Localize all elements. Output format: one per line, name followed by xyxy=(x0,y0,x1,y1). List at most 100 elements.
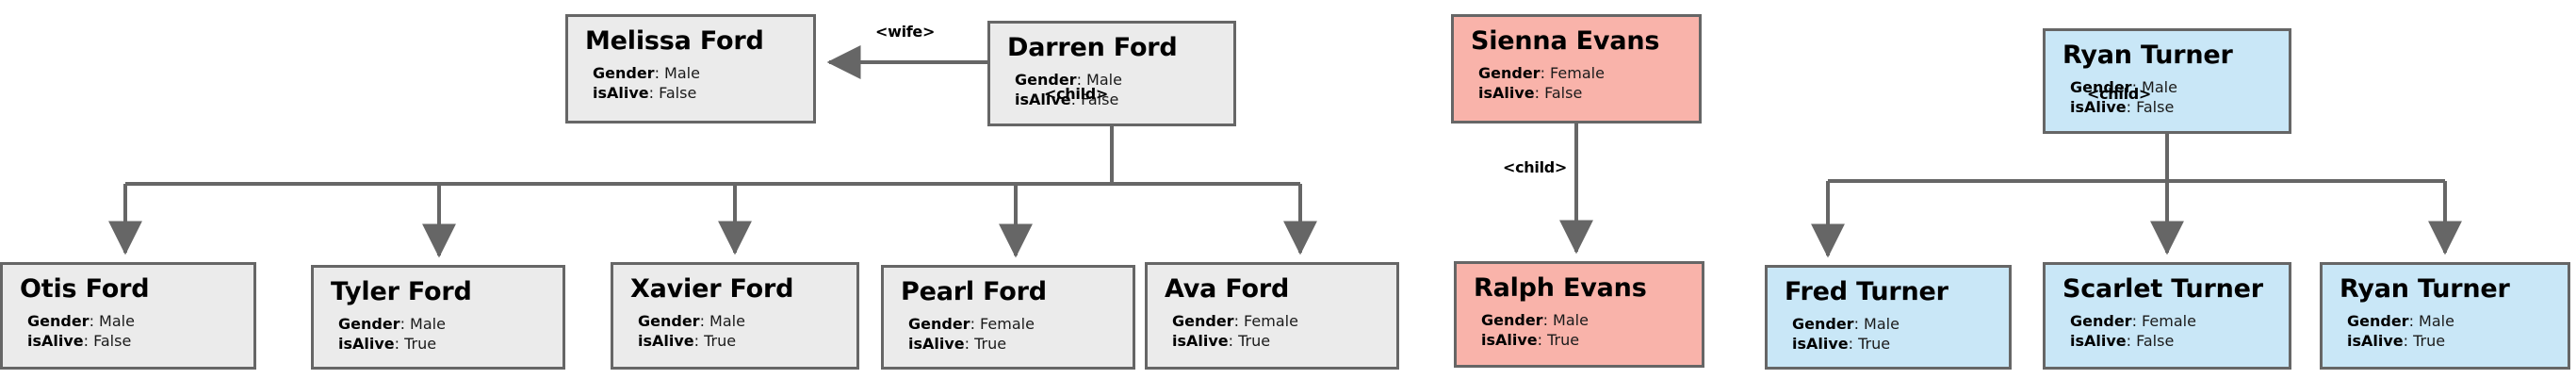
attr-isalive-value: : False xyxy=(648,84,697,103)
attr-isalive: isAlive: True xyxy=(638,331,856,351)
attr-isalive: isAlive: True xyxy=(908,334,1133,354)
person-name: Fred Turner xyxy=(1785,277,1948,306)
attr-isalive-key: isAlive xyxy=(27,332,84,351)
attr-isalive-key: isAlive xyxy=(1478,84,1535,103)
attr-isalive-key: isAlive xyxy=(638,332,694,351)
person-name: Ryan Turner xyxy=(2340,274,2510,304)
person-name: Tyler Ford xyxy=(331,277,472,306)
attr-isalive-value: : False xyxy=(83,332,132,351)
attr-gender: Gender: Male xyxy=(593,63,813,83)
attr-isalive-value: : True xyxy=(1537,331,1580,350)
attr-gender: Gender: Male xyxy=(1481,310,1702,330)
attr-gender-value: : Male xyxy=(399,315,446,333)
attr-isalive-key: isAlive xyxy=(593,84,649,103)
edge-darren-to-ford-children xyxy=(108,126,1317,258)
attr-gender-key: Gender xyxy=(1015,71,1077,89)
attr-gender-value: : Female xyxy=(970,315,1035,333)
attr-gender: Gender: Male xyxy=(27,311,253,331)
attr-gender: Gender: Female xyxy=(1172,311,1396,331)
attr-gender-key: Gender xyxy=(1792,315,1854,333)
person-name: Scarlet Turner xyxy=(2062,274,2263,304)
attr-isalive: isAlive: True xyxy=(1172,331,1396,351)
attr-isalive-value: : True xyxy=(964,335,1007,354)
edge-label-child-label-evans: <child> xyxy=(1503,158,1568,176)
attr-gender: Gender: Male xyxy=(2347,311,2568,331)
attr-isalive-key: isAlive xyxy=(1172,332,1229,351)
person-name: Ryan Turner xyxy=(2062,41,2233,70)
attr-isalive-value: : False xyxy=(2126,332,2175,351)
attr-isalive: isAlive: True xyxy=(1792,334,2009,354)
attr-gender-key: Gender xyxy=(27,312,90,330)
attr-isalive: isAlive: True xyxy=(338,334,562,354)
person-name: Darren Ford xyxy=(1007,33,1178,62)
attr-gender-key: Gender xyxy=(593,64,655,82)
edge-ryan-to-turner-children xyxy=(1811,134,2462,258)
attr-isalive: isAlive: False xyxy=(2070,331,2289,351)
attr-isalive: isAlive: True xyxy=(2347,331,2568,351)
attr-gender-value: : Male xyxy=(89,312,135,330)
attr-gender-value: : Female xyxy=(2131,312,2196,330)
attr-gender-value: : Male xyxy=(2131,78,2177,96)
attr-isalive-key: isAlive xyxy=(338,335,395,354)
attr-gender: Gender: Female xyxy=(908,314,1133,334)
attr-gender: Gender: Male xyxy=(2070,77,2289,97)
attr-isalive-key: isAlive xyxy=(1481,331,1538,350)
attr-isalive: isAlive: True xyxy=(1481,330,1702,350)
edge-label-child-label-ford: <child> xyxy=(1044,85,1109,103)
attr-gender-key: Gender xyxy=(2070,78,2132,96)
attr-isalive-value: : True xyxy=(1848,335,1891,354)
attr-gender-key: Gender xyxy=(338,315,400,333)
attr-gender-value: : Male xyxy=(1076,71,1122,89)
attr-gender: Gender: Male xyxy=(338,314,562,334)
attr-gender-value: : Female xyxy=(1233,312,1298,330)
edge-label-wife-label-ford: <wife> xyxy=(875,23,936,41)
attr-gender: Gender: Female xyxy=(2070,311,2289,331)
edge-label-child-label-turner: <child> xyxy=(2087,85,2152,103)
attr-gender-value: : Male xyxy=(2408,312,2454,330)
person-name: Sienna Evans xyxy=(1471,26,1660,56)
attr-gender-key: Gender xyxy=(2070,312,2132,330)
attr-isalive-value: : False xyxy=(1070,91,1119,109)
attr-isalive-key: isAlive xyxy=(1015,91,1071,109)
person-name: Xavier Ford xyxy=(630,274,794,304)
attr-isalive: isAlive: False xyxy=(593,83,813,103)
attr-gender-key: Gender xyxy=(2347,312,2409,330)
attr-gender-key: Gender xyxy=(1478,64,1541,82)
attr-gender: Gender: Male xyxy=(1015,70,1233,90)
person-name: Melissa Ford xyxy=(585,26,764,56)
person-name: Ava Ford xyxy=(1165,274,1290,304)
attr-isalive: isAlive: False xyxy=(1478,83,1699,103)
attr-isalive-key: isAlive xyxy=(908,335,965,354)
attr-isalive-value: : True xyxy=(1228,332,1271,351)
attr-isalive-key: isAlive xyxy=(2070,332,2127,351)
attr-gender-key: Gender xyxy=(1481,311,1543,329)
attr-isalive-key: isAlive xyxy=(2070,98,2127,117)
person-name: Pearl Ford xyxy=(901,277,1047,306)
attr-isalive: isAlive: False xyxy=(2070,97,2289,117)
attr-gender-value: : Male xyxy=(1853,315,1899,333)
attr-gender: Gender: Female xyxy=(1478,63,1699,83)
attr-isalive-value: : False xyxy=(2126,98,2175,117)
